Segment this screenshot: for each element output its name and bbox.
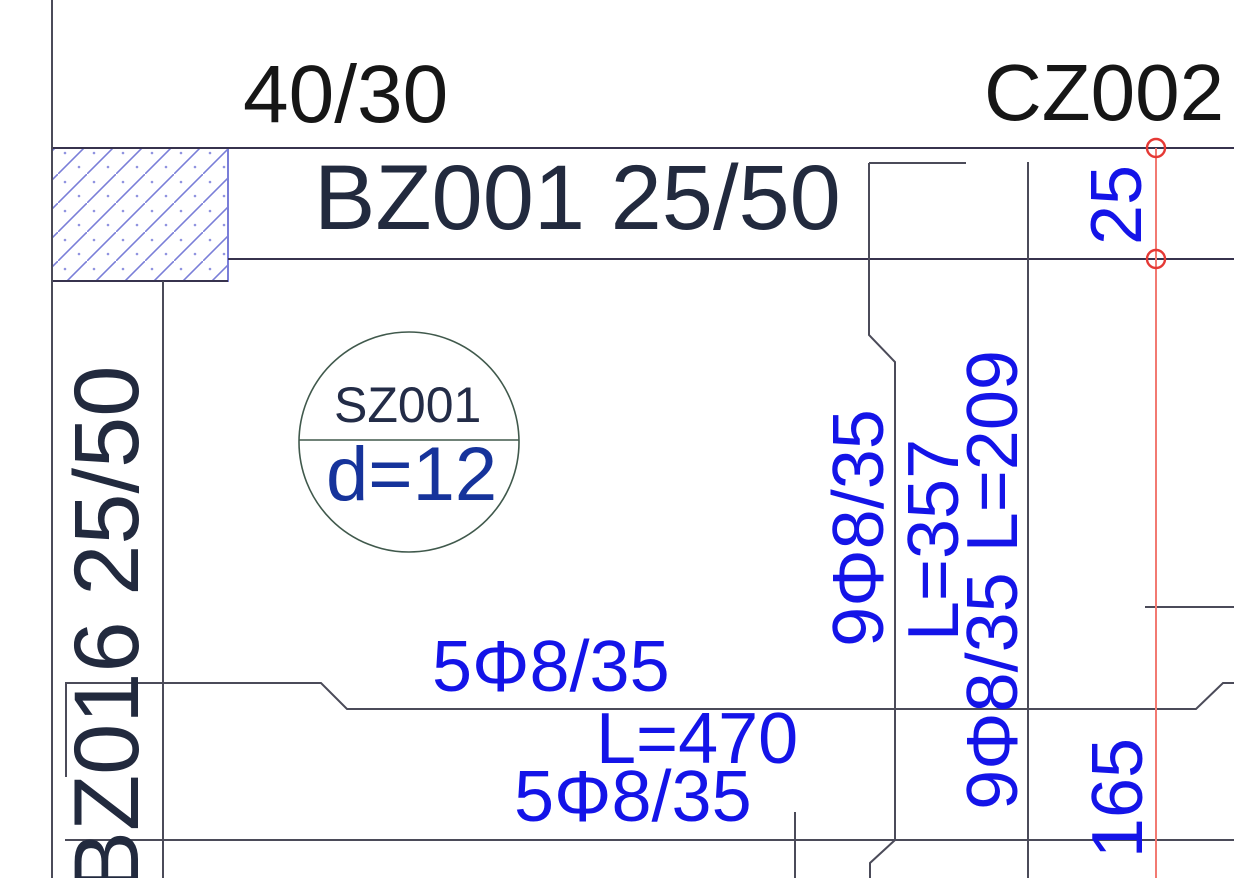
lower-beam-top-step-line[interactable]	[65, 682, 1234, 710]
detail-bubble-name[interactable]: SZ001	[334, 377, 482, 433]
column-left-edge-line[interactable]	[868, 163, 896, 878]
grid-axis-node-top-icon[interactable]	[1145, 137, 1167, 159]
grid-axis-node-bottom-icon[interactable]	[1145, 248, 1167, 270]
dim-label-165[interactable]: 165	[1078, 737, 1158, 859]
rebar-label-stirrups-top[interactable]: 5Φ8/35	[432, 627, 670, 707]
rebar-label-stirrups-column-left[interactable]: 9Φ8/35	[819, 409, 899, 647]
rebar-label-stirrups-column-right[interactable]: 9Φ8/35 L=209	[953, 350, 1033, 810]
beam-label-bz001[interactable]: BZ001 25/50	[314, 147, 841, 249]
column-label-cz002[interactable]: CZ002	[984, 48, 1225, 137]
rebar-label-stirrups-bottom[interactable]: 5Φ8/35	[514, 757, 752, 837]
detail-bubble-diameter[interactable]: d=12	[326, 432, 498, 517]
wall-label-bz016[interactable]: BZ016 25/50	[56, 365, 158, 878]
rebar-label-length-470[interactable]: L=470	[596, 699, 799, 779]
detail-bubble-circle[interactable]	[298, 331, 520, 553]
wall-section-hatch[interactable]	[51, 147, 229, 282]
dim-label-40-30[interactable]: 40/30	[243, 49, 449, 140]
dim-label-25[interactable]: 25	[1077, 164, 1157, 246]
